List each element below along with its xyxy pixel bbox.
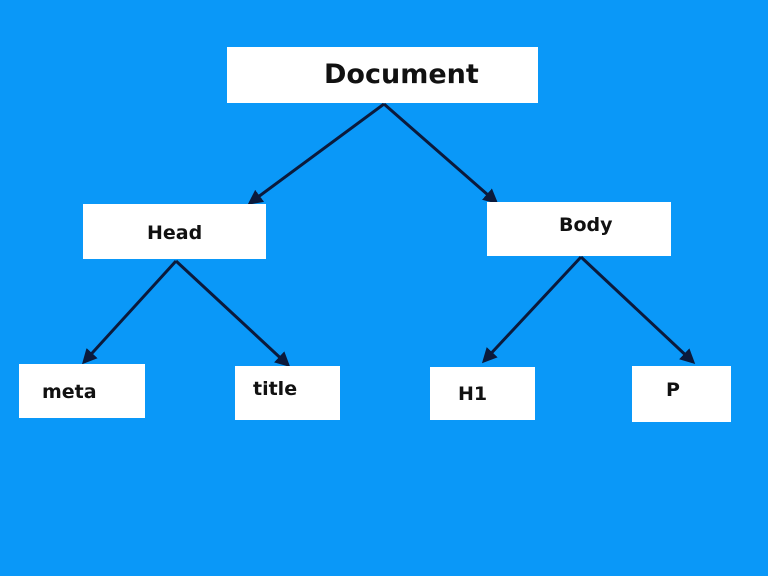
arrow-document-body xyxy=(383,102,499,204)
arrow-head-title xyxy=(174,259,291,368)
node-h1-label: H1 xyxy=(458,383,488,405)
node-head-label: Head xyxy=(147,222,203,244)
node-body-label: Body xyxy=(559,214,613,236)
node-title xyxy=(235,366,340,420)
node-meta xyxy=(19,364,145,418)
node-document xyxy=(227,47,538,103)
arrow-document-head xyxy=(247,102,385,205)
node-title-label: title xyxy=(253,378,298,400)
node-p-label: P xyxy=(666,379,680,401)
node-document-label: Document xyxy=(324,59,479,90)
node-meta-label: meta xyxy=(42,381,97,403)
arrow-head-meta xyxy=(81,259,178,365)
node-p xyxy=(632,366,731,422)
node-h1 xyxy=(430,367,535,420)
arrow-body-p xyxy=(579,255,696,365)
node-body xyxy=(487,202,671,256)
node-head xyxy=(83,204,266,259)
arrow-body-h1 xyxy=(481,255,583,364)
